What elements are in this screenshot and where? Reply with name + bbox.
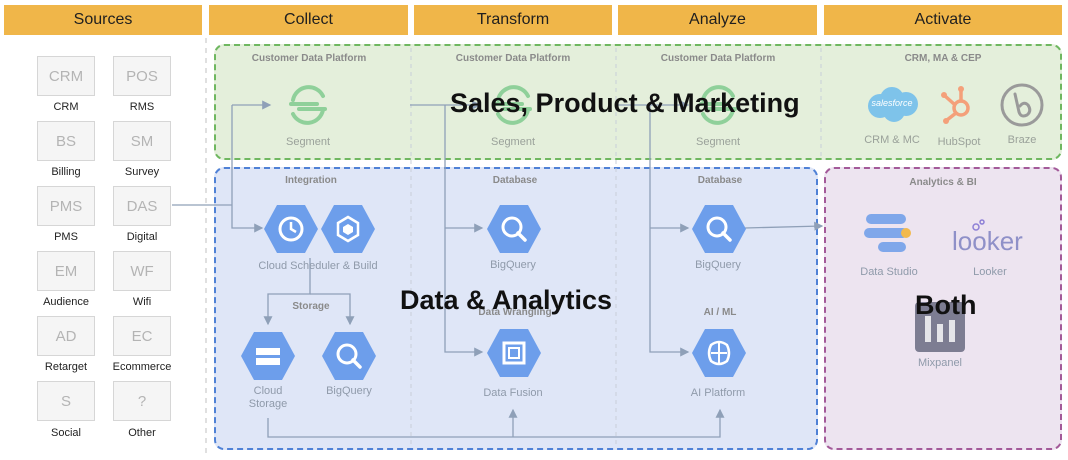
zone-title-data-analytics: Data & Analytics bbox=[400, 285, 613, 315]
header-analyze: Analyze bbox=[618, 5, 817, 35]
source-box-em: EM bbox=[37, 251, 95, 291]
mixpanel-label: Mixpanel bbox=[917, 357, 963, 369]
segment-label-transform: Segment bbox=[490, 136, 536, 148]
data-fusion-icon bbox=[487, 329, 541, 377]
cloud-storage-icon bbox=[241, 332, 295, 380]
ai-platform-icon bbox=[692, 329, 746, 377]
zone-sales-product-marketing bbox=[214, 44, 1062, 160]
source-label-other: Other bbox=[128, 427, 156, 439]
cloud-scheduler-build-label: Cloud Scheduler & Build bbox=[258, 260, 378, 272]
section-storage: Storage bbox=[292, 301, 330, 312]
source-box-bs: BS bbox=[37, 121, 95, 161]
source-box-crm: CRM bbox=[37, 56, 95, 96]
section-database-analyze: Database bbox=[697, 175, 743, 186]
bigquery-icon bbox=[487, 205, 541, 253]
hubspot-icon bbox=[941, 86, 970, 124]
source-label-audience: Audience bbox=[43, 296, 89, 308]
bigquery-transform-label: BigQuery bbox=[490, 259, 536, 271]
source-box-sm: SM bbox=[113, 121, 171, 161]
source-box-s: S bbox=[37, 381, 95, 421]
zone-title-sales-product-marketing: Sales, Product & Marketing bbox=[450, 88, 800, 118]
source-label-wifi: Wifi bbox=[132, 296, 152, 308]
section-crm-ma-cep: CRM, MA & CEP bbox=[904, 53, 982, 64]
section-cdp-collect: Customer Data Platform bbox=[251, 53, 367, 64]
ai-platform-label: AI Platform bbox=[690, 387, 746, 399]
cloud-build-icon bbox=[321, 205, 375, 253]
section-database-transform: Database bbox=[492, 175, 538, 186]
section-cdp-transform: Customer Data Platform bbox=[455, 53, 571, 64]
segment-icon bbox=[699, 85, 737, 125]
looker-label: Looker bbox=[973, 266, 1007, 278]
source-box-das: DAS bbox=[113, 186, 171, 226]
looker-icon: looker bbox=[948, 218, 1040, 258]
segment-icon bbox=[494, 85, 532, 125]
header-transform: Transform bbox=[414, 5, 612, 35]
bigquery-storage-label: BigQuery bbox=[326, 385, 372, 397]
cloud-storage-label-line1: Cloud bbox=[253, 385, 283, 397]
source-box-ad: AD bbox=[37, 316, 95, 356]
header-collect: Collect bbox=[209, 5, 408, 35]
crm-mc-label: CRM & MC bbox=[864, 134, 920, 146]
section-cdp-analyze: Customer Data Platform bbox=[660, 53, 776, 64]
cloud-scheduler-icon bbox=[264, 205, 318, 253]
data-studio-icon bbox=[864, 214, 911, 252]
braze-label: Braze bbox=[1007, 134, 1037, 146]
section-analytics-bi: Analytics & BI bbox=[909, 177, 977, 188]
source-label-crm: CRM bbox=[53, 101, 79, 113]
data-fusion-label: Data Fusion bbox=[483, 387, 543, 399]
source-label-digital: Digital bbox=[126, 231, 158, 243]
source-box-pms: PMS bbox=[37, 186, 95, 226]
segment-icon bbox=[289, 85, 327, 125]
source-label-ecommerce: Ecommerce bbox=[112, 361, 172, 373]
header-sources: Sources bbox=[4, 5, 202, 35]
bigquery-icon bbox=[692, 205, 746, 253]
bigquery-icon bbox=[322, 332, 376, 380]
source-box-other: ? bbox=[113, 381, 171, 421]
salesforce-icon: salesforce bbox=[862, 84, 922, 124]
source-box-ec: EC bbox=[113, 316, 171, 356]
source-label-retarget: Retarget bbox=[44, 361, 88, 373]
section-data-wrangling: Data Wrangling bbox=[478, 307, 552, 318]
mixpanel-icon bbox=[915, 302, 965, 352]
cloud-storage-label-line2: Storage bbox=[248, 398, 288, 410]
source-label-social: Social bbox=[51, 427, 81, 439]
section-integration: Integration bbox=[285, 175, 337, 186]
braze-icon bbox=[1000, 83, 1044, 127]
source-label-survey: Survey bbox=[124, 166, 160, 178]
salesforce-logo-text: salesforce bbox=[871, 98, 913, 108]
zone-title-both: Both bbox=[915, 290, 977, 320]
source-label-billing: Billing bbox=[51, 166, 81, 178]
header-activate: Activate bbox=[824, 5, 1062, 35]
source-label-rms: RMS bbox=[129, 101, 155, 113]
segment-label-collect: Segment bbox=[285, 136, 331, 148]
looker-logo-text: looker bbox=[952, 226, 1023, 256]
bigquery-analyze-label: BigQuery bbox=[695, 259, 741, 271]
hubspot-label: HubSpot bbox=[937, 136, 981, 148]
data-studio-label: Data Studio bbox=[860, 266, 918, 278]
segment-label-analyze: Segment bbox=[695, 136, 741, 148]
source-label-pms: PMS bbox=[54, 231, 78, 243]
section-ai-ml: AI / ML bbox=[703, 307, 737, 318]
source-box-pos: POS bbox=[113, 56, 171, 96]
source-box-wf: WF bbox=[113, 251, 171, 291]
